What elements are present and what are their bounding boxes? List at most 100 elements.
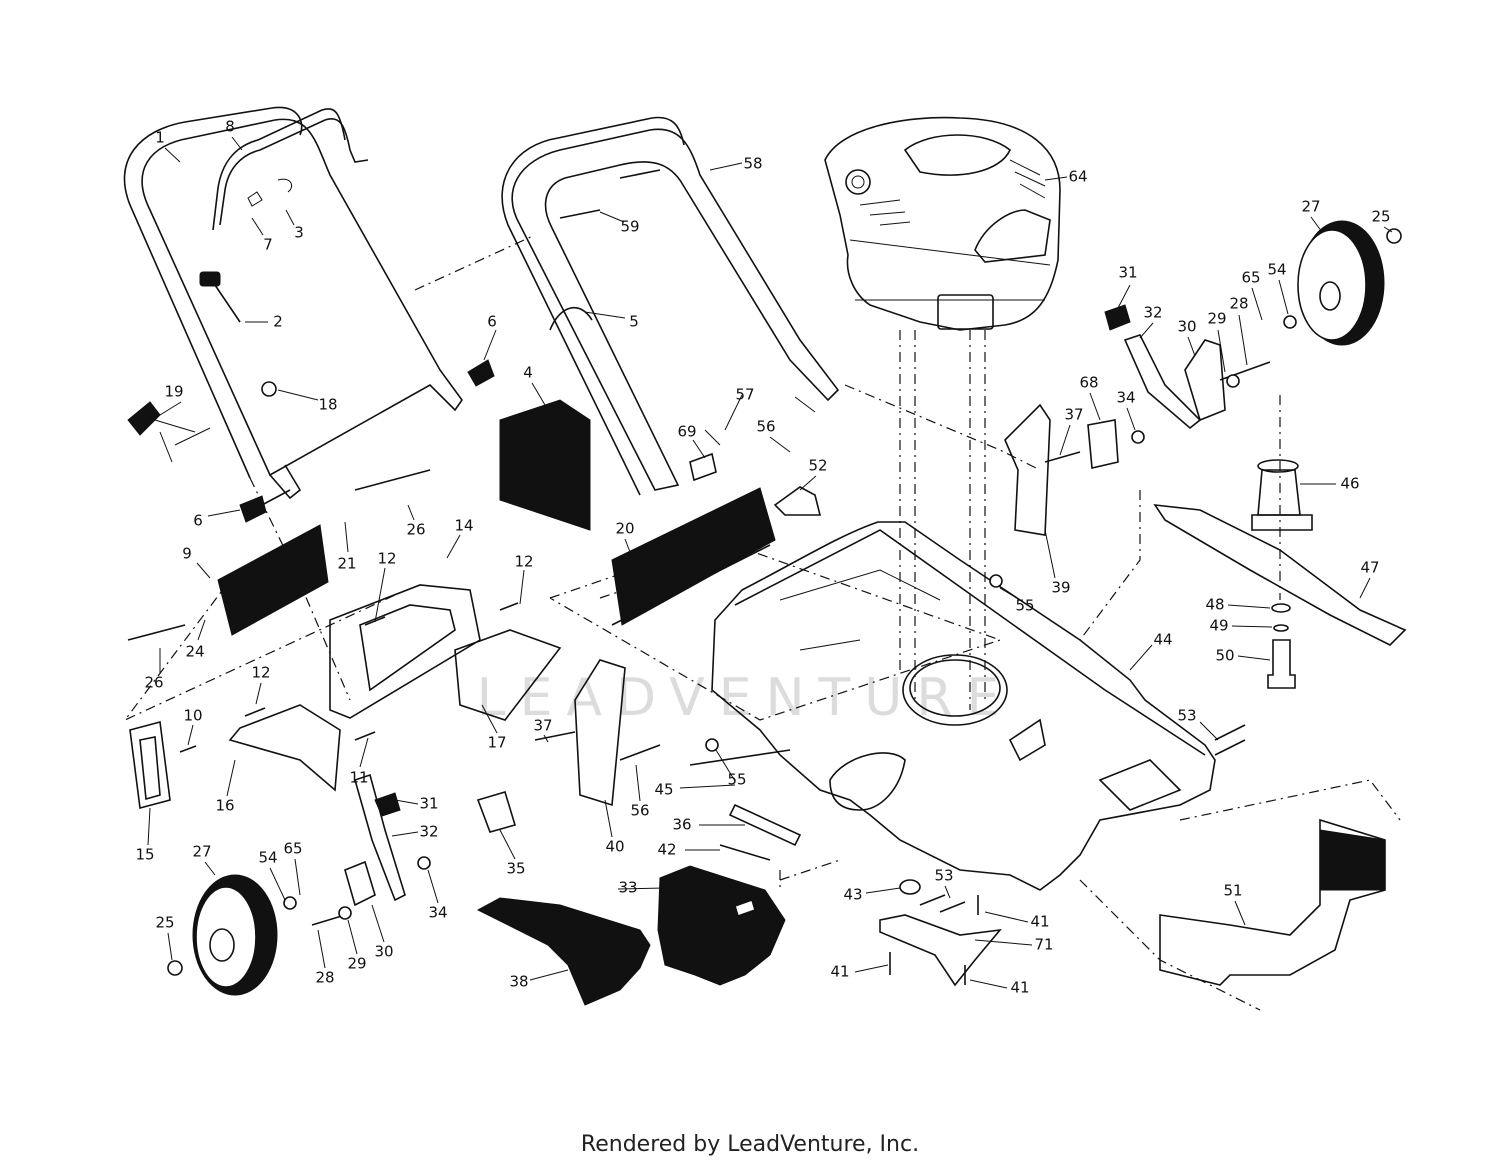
lower-handle [501, 116, 840, 496]
handle-knob-19 [127, 401, 211, 463]
bolt-37-right [1044, 451, 1081, 463]
washer-34-right [1131, 430, 1145, 444]
callout-52: 52 [808, 457, 827, 475]
callout-35: 35 [506, 860, 525, 878]
side-bracket-15 [129, 720, 171, 810]
callout-57: 57 [735, 386, 754, 404]
bolts-53 [1214, 724, 1246, 756]
callout-24: 24 [185, 643, 204, 661]
height-plate-30-right [1184, 339, 1226, 422]
callout-34: 34 [1116, 389, 1135, 407]
blade-adapter-46 [1251, 459, 1313, 531]
callout-54: 54 [258, 849, 277, 867]
callout-38: 38 [509, 973, 528, 991]
callout-29: 29 [1207, 310, 1226, 328]
nut-25-left [167, 960, 183, 976]
bracket-71 [879, 914, 1002, 987]
height-lever-32-left [354, 773, 406, 902]
callout-19: 19 [164, 383, 183, 401]
callout-15: 15 [135, 846, 154, 864]
label-33 [734, 898, 756, 918]
callout-20: 20 [615, 520, 634, 538]
callout-4: 4 [523, 364, 533, 382]
control-bail [212, 108, 369, 231]
bolts-53-lower [919, 894, 966, 913]
callout-6: 6 [487, 313, 497, 331]
callout-65: 65 [283, 840, 302, 858]
callout-56: 56 [756, 418, 775, 436]
blade-47 [1153, 504, 1407, 646]
callout-49: 49 [1209, 617, 1228, 635]
washer-54-left [283, 896, 297, 910]
washer-29-left [338, 906, 352, 920]
rear-flap-9 [217, 524, 329, 636]
callout-69: 69 [677, 423, 696, 441]
callout-32: 32 [419, 823, 438, 841]
callout-50: 50 [1215, 647, 1234, 665]
callout-2: 2 [273, 313, 283, 331]
front-bracket-40 [574, 659, 626, 807]
bracket-14 [329, 584, 481, 719]
callout-43: 43 [843, 886, 862, 904]
flap-16 [228, 704, 341, 792]
callout-37: 37 [1064, 406, 1083, 424]
callout-55: 55 [1015, 597, 1034, 615]
callout-41: 41 [1030, 913, 1049, 931]
cable-clip-5 [549, 306, 593, 331]
callout-51: 51 [1223, 882, 1242, 900]
nut-55-right [989, 574, 1003, 588]
deck-44 [711, 521, 1216, 891]
handle-knob-6-upper [467, 359, 495, 387]
height-plate-30-left [344, 860, 376, 907]
engine-64 [824, 116, 1061, 331]
callout-44: 44 [1153, 631, 1172, 649]
callout-30: 30 [1177, 318, 1196, 336]
callout-25: 25 [155, 914, 174, 932]
bolt-59 [559, 169, 661, 219]
wheel-27-left [192, 874, 278, 996]
axle-45 [689, 749, 791, 766]
watermark: LEADVENTURE [477, 668, 1014, 728]
callout-36: 36 [672, 816, 691, 834]
washer-54-right [1283, 315, 1297, 329]
leader-lines [147, 136, 1393, 989]
upper-handle [123, 106, 463, 500]
callout-33: 33 [618, 879, 637, 897]
callout-8: 8 [225, 118, 235, 136]
callout-42: 42 [657, 841, 676, 859]
callout-12: 12 [251, 664, 270, 682]
callout-34: 34 [428, 904, 447, 922]
callout-53: 53 [1177, 707, 1196, 725]
callout-32: 32 [1143, 304, 1162, 322]
callout-55: 55 [727, 771, 746, 789]
callout-48: 48 [1205, 596, 1224, 614]
callout-58: 58 [743, 155, 762, 173]
rear-skirt-51 [1159, 818, 1386, 986]
callout-28: 28 [315, 969, 334, 987]
callout-39: 39 [1051, 579, 1070, 597]
callout-5: 5 [629, 313, 639, 331]
nut-43 [899, 879, 921, 895]
callout-41: 41 [1010, 979, 1029, 997]
bolts-41 [889, 895, 979, 985]
spring-42 [719, 844, 771, 861]
height-plate-35 [476, 791, 517, 833]
callout-12: 12 [514, 553, 533, 571]
callout-45: 45 [654, 781, 673, 799]
callout-71: 71 [1034, 936, 1053, 954]
callout-30: 30 [374, 943, 393, 961]
washer-49 [1273, 624, 1289, 632]
rear-door-4 [499, 399, 591, 531]
spring-rod-36 [728, 803, 802, 847]
bolt-37-left [534, 731, 576, 741]
callout-31: 31 [419, 795, 438, 813]
callout-68: 68 [1079, 374, 1098, 392]
callout-6: 6 [193, 512, 203, 530]
blade-bolt-50 [1267, 639, 1296, 689]
callout-17: 17 [487, 734, 506, 752]
wheel-27-right [1297, 220, 1385, 346]
callout-3: 3 [294, 224, 304, 242]
callout-47: 47 [1360, 559, 1379, 577]
hinge-rod-20 [611, 487, 776, 626]
